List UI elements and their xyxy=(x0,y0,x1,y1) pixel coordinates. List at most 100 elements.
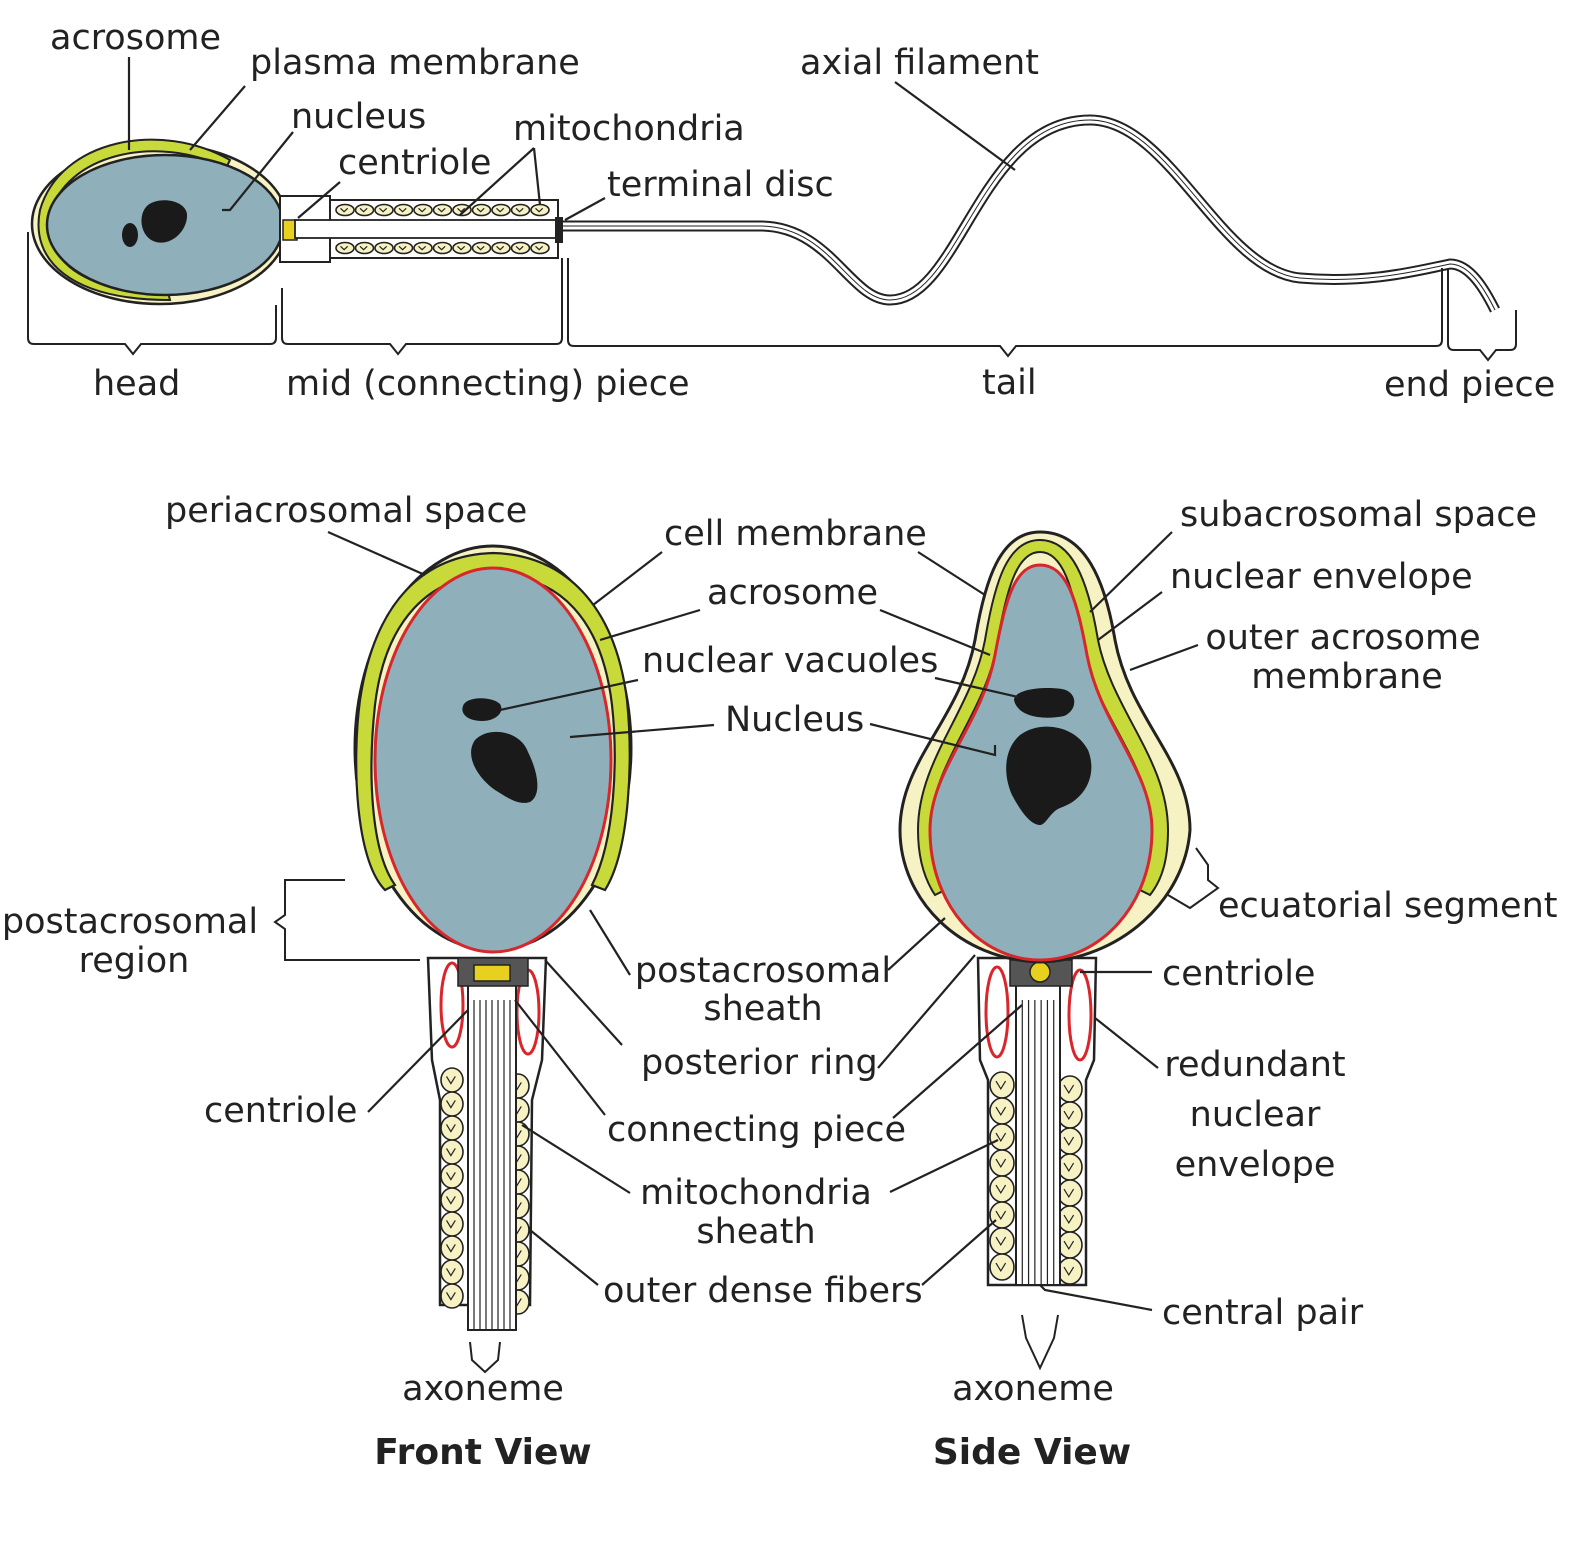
top-leader-axial xyxy=(894,81,1016,171)
front-leader-mitochondria xyxy=(521,1124,631,1194)
title-front-view: Front View xyxy=(374,1432,591,1473)
mitochondrion xyxy=(440,1139,464,1165)
front-leader-periacrosomal xyxy=(327,530,426,577)
side-centriole-shape xyxy=(1029,961,1051,983)
label-postacrosomal-region-1: postacrosomal xyxy=(2,902,258,942)
label-mitochondria-sheath-1: mitochondria xyxy=(640,1173,872,1213)
label-postacrosomal-region-2: region xyxy=(79,941,190,981)
side-leader-cell-membrane xyxy=(917,551,986,596)
side-red-loop-right xyxy=(1067,968,1093,1062)
side-leader-posterior-ring xyxy=(877,954,976,1069)
mitochondrion xyxy=(1057,1231,1083,1259)
label-subacrosomal-space: subacrosomal space xyxy=(1180,495,1537,535)
mitochondrion xyxy=(432,203,453,217)
mitochondrion xyxy=(989,1253,1015,1281)
mitochondrion xyxy=(1057,1205,1083,1233)
front-centriole-shape xyxy=(473,964,511,982)
label-region-end-piece: end piece xyxy=(1384,365,1555,405)
mitochondrion xyxy=(432,241,453,255)
mitochondrion xyxy=(354,203,375,217)
mitochondrion xyxy=(989,1071,1015,1099)
side-leader-acrosome xyxy=(879,608,991,657)
front-view-figure xyxy=(273,530,715,1374)
front-leader-posterior-ring xyxy=(544,959,623,1046)
label-top-centriole: centriole xyxy=(338,143,491,183)
mitochondrion xyxy=(354,241,375,255)
mitochondrion xyxy=(440,1283,464,1309)
label-connecting-piece: connecting piece xyxy=(607,1110,906,1150)
side-leader-postacrosomal xyxy=(887,917,946,971)
side-bracket-ecuatorial xyxy=(1167,847,1220,910)
mitochondrion xyxy=(989,1123,1015,1151)
mitochondrion xyxy=(335,203,355,217)
bracket-end xyxy=(1447,268,1517,362)
top-tail-center xyxy=(558,119,1496,311)
mitochondrion xyxy=(440,1187,464,1213)
mitochondrion xyxy=(491,241,511,255)
title-side-view: Side View xyxy=(933,1432,1131,1473)
top-terminal-disc xyxy=(555,217,563,243)
side-leader-central-pair xyxy=(1039,1284,1153,1312)
bracket-tail xyxy=(567,258,1443,358)
label-region-mid-piece: mid (connecting) piece xyxy=(286,364,690,404)
mitochondrion xyxy=(510,203,531,217)
front-vacuole-large xyxy=(471,731,538,803)
label-region-tail: tail xyxy=(982,363,1037,403)
side-leader-subacrosomal xyxy=(1089,531,1173,613)
front-leader-vacuoles xyxy=(499,678,639,712)
mitochondrion xyxy=(440,1235,464,1261)
label-postacrosomal-sheath-1: postacrosomal xyxy=(635,951,891,991)
mitochondrion xyxy=(989,1227,1015,1255)
mitochondrion xyxy=(413,241,433,255)
label-redundant-3: envelope xyxy=(1175,1145,1336,1185)
mitochondrion xyxy=(374,203,394,217)
top-leader-centriole xyxy=(297,181,341,219)
top-leader-mito-1 xyxy=(459,147,535,216)
front-leader-connecting-piece xyxy=(514,999,606,1116)
whole-sperm-figure xyxy=(27,57,1517,362)
mitochondrion xyxy=(413,203,433,217)
side-bracket-axoneme xyxy=(1021,1314,1059,1371)
side-leader-odf xyxy=(921,1219,997,1286)
label-front-axoneme: axoneme xyxy=(402,1369,564,1409)
label-top-nucleus: nucleus xyxy=(291,97,426,137)
mitochondrion xyxy=(530,203,550,217)
label-periacrosomal-space: periacrosomal space xyxy=(165,491,527,531)
mitochondrion xyxy=(440,1259,464,1285)
mitochondrion xyxy=(491,203,511,217)
mitochondrion xyxy=(1057,1075,1083,1103)
front-red-loop-left xyxy=(439,961,465,1049)
label-outer-dense-fibers: outer dense fibers xyxy=(603,1271,923,1311)
top-leader-nucleus xyxy=(222,131,294,212)
mitochondrion xyxy=(1057,1257,1083,1285)
label-ecuatorial-segment: ecuatorial segment xyxy=(1218,886,1557,926)
label-front-centriole: centriole xyxy=(204,1091,357,1131)
top-vacuole-large xyxy=(141,200,188,243)
mitochondrion xyxy=(335,241,355,255)
label-redundant-1: redundant xyxy=(1164,1045,1345,1085)
mitochondrion xyxy=(452,203,472,217)
front-leader-acrosome xyxy=(599,608,701,642)
label-top-plasma-membrane: plasma membrane xyxy=(250,43,580,83)
label-central-pair: central pair xyxy=(1162,1293,1364,1333)
label-nucleus: Nucleus xyxy=(725,700,864,740)
top-leader-mito-2 xyxy=(532,147,542,206)
mitochondrion xyxy=(989,1097,1015,1125)
label-top-acrosome: acrosome xyxy=(50,18,221,58)
mitochondrion xyxy=(393,203,414,217)
mitochondrion xyxy=(471,203,492,217)
front-leader-odf xyxy=(529,1229,599,1286)
top-mitochondria-row xyxy=(335,203,550,255)
mitochondrion xyxy=(1057,1179,1083,1207)
front-view-labels: periacrosomal space cell membrane acroso… xyxy=(2,491,938,1473)
mitochondrion xyxy=(452,241,472,255)
mitochondrion xyxy=(989,1175,1015,1203)
mitochondrion xyxy=(440,1091,464,1117)
mitochondrion xyxy=(440,1115,464,1141)
bracket-mid xyxy=(281,258,563,356)
label-top-terminal-disc: terminal disc xyxy=(607,165,834,205)
side-leader-nucleus xyxy=(869,722,997,757)
side-leader-connecting xyxy=(892,1004,1023,1119)
label-redundant-2: nuclear xyxy=(1190,1095,1321,1135)
